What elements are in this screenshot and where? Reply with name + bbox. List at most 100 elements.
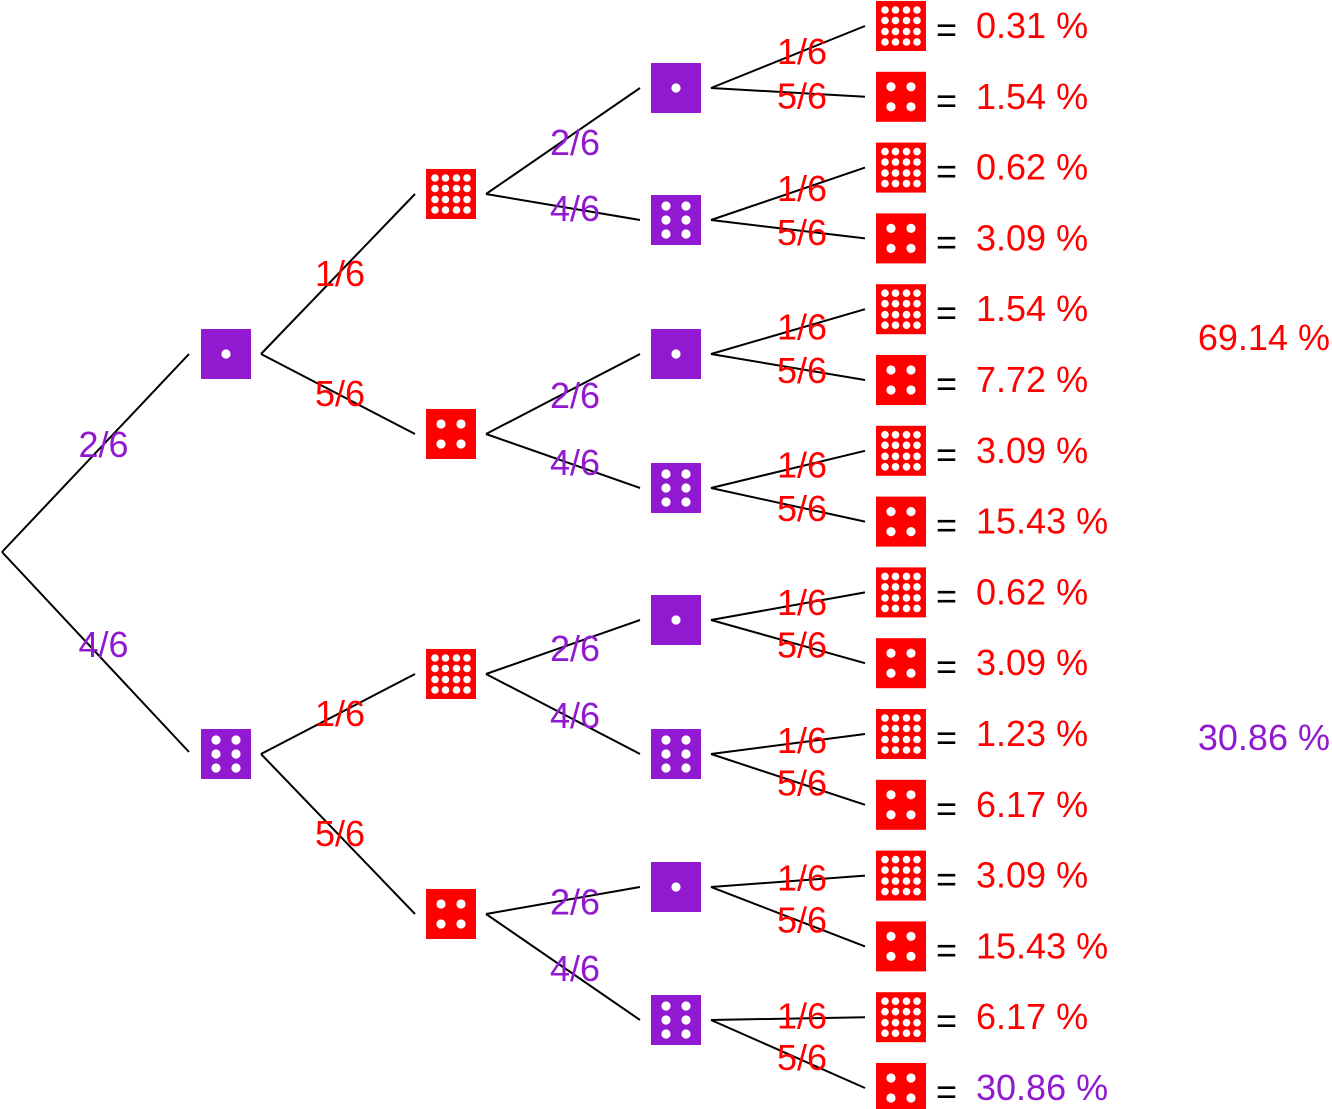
die-pip — [891, 452, 900, 461]
equals-sign: = — [936, 1071, 957, 1109]
die-pip — [886, 507, 896, 517]
purple-die-node — [651, 329, 701, 379]
result-probability: 15.43 % — [976, 501, 1108, 542]
die-pip — [881, 6, 889, 14]
purple-die-node — [651, 63, 701, 113]
die-pip — [902, 1029, 911, 1037]
die-pip — [891, 16, 900, 25]
die-pip — [886, 243, 896, 253]
die-pip — [891, 1007, 900, 1016]
die-pip — [881, 1018, 889, 1027]
branch-label: 1/6 — [777, 582, 827, 623]
die-face — [426, 409, 476, 459]
red-die-leaf — [876, 71, 926, 122]
die-pip — [902, 158, 911, 166]
branch-label: 1/6 — [777, 306, 827, 347]
die-pip — [913, 724, 921, 733]
result-probability: 6.17 % — [976, 784, 1088, 825]
branch-line — [485, 619, 641, 675]
die-pip — [881, 299, 889, 308]
die-face — [651, 729, 701, 779]
branch-label: 5/6 — [315, 813, 365, 854]
die-pip — [913, 604, 921, 613]
branch-line — [260, 673, 416, 755]
die-pip — [913, 16, 921, 25]
die-pip — [463, 675, 471, 684]
die-pip — [906, 648, 916, 658]
result-probability: 3.09 % — [976, 430, 1088, 471]
die-face — [876, 1063, 926, 1109]
die-pip — [881, 746, 889, 754]
branch-line — [710, 619, 866, 665]
die-pip — [231, 749, 241, 759]
result-probability: 0.31 % — [976, 5, 1088, 46]
equals-sign: = — [936, 434, 957, 475]
purple-die-node — [651, 463, 701, 513]
die-pip — [902, 299, 911, 308]
die-pip — [456, 439, 466, 449]
die-pip — [902, 147, 911, 156]
die-pip — [881, 594, 889, 602]
die-pip — [431, 654, 439, 662]
die-pip — [906, 527, 916, 537]
die-pip — [902, 38, 911, 46]
die-pip — [211, 749, 221, 759]
die-pip — [913, 321, 921, 330]
die-pip — [891, 158, 900, 166]
result-probability: 1.54 % — [976, 288, 1088, 329]
die-pip — [436, 899, 446, 909]
die-pip — [913, 169, 921, 177]
branch-line — [710, 753, 866, 806]
die-pip — [891, 441, 900, 450]
die-pip — [906, 365, 916, 375]
die-pip — [661, 469, 671, 479]
die-pip — [881, 604, 889, 613]
die-pip — [886, 82, 896, 92]
die-pip — [452, 184, 461, 193]
die-pip — [906, 223, 916, 233]
result-probability: 6.17 % — [976, 996, 1088, 1037]
branch-label: 4/6 — [550, 442, 600, 483]
die-face — [876, 638, 926, 689]
die-pip — [886, 1093, 896, 1103]
branch-line — [260, 353, 416, 435]
die-pip — [886, 385, 896, 395]
die-face — [876, 355, 926, 405]
die-pip — [902, 594, 911, 602]
die-pip — [902, 583, 911, 591]
die-pip — [891, 572, 900, 581]
die-pip — [891, 594, 900, 602]
die-face — [426, 889, 476, 939]
die-pip — [881, 1029, 889, 1037]
equals-sign: = — [936, 859, 957, 900]
die-pip — [891, 604, 900, 613]
die-pip — [681, 483, 691, 493]
die-pip — [891, 724, 900, 733]
equals-sign: = — [936, 575, 957, 616]
die-face — [876, 779, 926, 830]
die-pip — [441, 184, 450, 193]
die-pip — [431, 664, 439, 673]
die-pip — [881, 866, 889, 874]
die-pip — [902, 16, 911, 25]
branch-line — [485, 673, 641, 755]
branch-line — [260, 193, 416, 355]
die-pip — [891, 877, 900, 885]
equals-sign: = — [936, 363, 957, 404]
die-pip — [431, 675, 439, 684]
totals-column: 69.14 %30.86 % — [1198, 317, 1330, 758]
branch-label: 5/6 — [777, 1037, 827, 1078]
branch-label: 5/6 — [777, 75, 827, 116]
branch-line — [710, 25, 866, 89]
die-pip — [902, 452, 911, 461]
die-pip — [456, 919, 466, 929]
die-pip — [881, 735, 889, 744]
die-pip — [661, 497, 671, 507]
red-die-leaf — [876, 355, 926, 405]
die-pip — [891, 289, 900, 298]
branch-label: 5/6 — [777, 350, 827, 391]
branch-label: 1/6 — [315, 693, 365, 734]
die-pip — [886, 102, 896, 112]
die-pip — [231, 735, 241, 745]
total-purple: 30.86 % — [1198, 717, 1330, 758]
